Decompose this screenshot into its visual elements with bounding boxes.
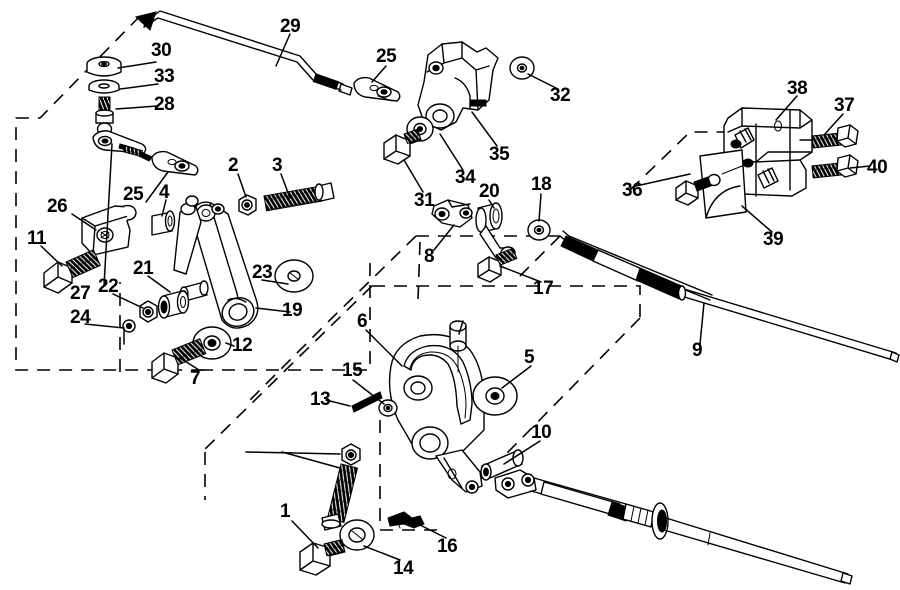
callout-38: 38 (787, 78, 808, 99)
part-27-rod-end (92, 130, 153, 162)
callout-12: 12 (232, 335, 253, 356)
part-30-nut (86, 56, 122, 77)
part-14-washer (339, 519, 375, 551)
callout-leader-lines (40, 33, 871, 561)
part-11-bolt (43, 249, 101, 294)
callout-4: 4 (159, 182, 170, 203)
callout-37: 37 (834, 95, 855, 116)
callout-15: 15 (342, 360, 363, 381)
part-3-bolt-mid (263, 182, 335, 212)
callout-20: 20 (479, 181, 500, 202)
part-17-bolt (477, 247, 518, 283)
callout-35: 35 (489, 144, 510, 165)
callout-1: 1 (280, 501, 291, 522)
part-lower-throttle-cable (494, 469, 853, 585)
callout-3: 3 (272, 155, 283, 176)
part-39-retainer-plate (699, 149, 753, 219)
part-28-screw (95, 96, 114, 136)
part-22-nut (139, 300, 158, 323)
callout-2: 2 (228, 155, 239, 176)
callout-21: 21 (133, 258, 154, 279)
callout-8: 8 (424, 246, 435, 267)
part-13-cotter-pin (351, 391, 383, 413)
part-2-nut-mid (238, 194, 257, 216)
callout-19: 19 (282, 300, 303, 321)
callout-6: 6 (357, 311, 368, 332)
callout-23: 23 (252, 262, 273, 283)
part-25-rod-end-top (353, 76, 401, 102)
part-2-nut-lower (341, 443, 361, 466)
part-35-bellcrank-bracket (417, 41, 499, 131)
callout-27: 27 (70, 283, 91, 304)
part-24-washer (122, 319, 136, 333)
part-26-anchor-bracket (81, 204, 137, 256)
callout-17: 17 (533, 278, 554, 299)
callout-10: 10 (531, 422, 552, 443)
part-18-washer (527, 219, 551, 241)
part-1-screw (299, 539, 346, 576)
callout-14: 14 (393, 558, 414, 579)
callout-40: 40 (867, 157, 888, 178)
callout-30: 30 (151, 40, 172, 61)
part-38-cable-clamp-block (723, 107, 813, 197)
callout-33: 33 (154, 66, 175, 87)
callout-24: 24 (70, 307, 91, 328)
part-37-bolt (811, 124, 859, 149)
part-9-shift-cable (559, 230, 900, 363)
part-32-washer (509, 56, 535, 80)
part-3-bolt-lower (321, 463, 359, 531)
callout-26: 26 (47, 196, 68, 217)
part-25b-rod-end (151, 150, 199, 176)
part-16-clip (387, 511, 425, 529)
callout-5: 5 (524, 347, 535, 368)
callout-25b: 25 (123, 184, 144, 205)
part-23-washer (274, 259, 314, 293)
dashed-boundary-lower (379, 131, 760, 531)
callout-25: 25 (376, 46, 397, 67)
part-4-bushing-left (151, 210, 176, 236)
part-33-washer (88, 79, 120, 94)
part-8-link (431, 199, 473, 228)
callout-32: 32 (550, 85, 571, 106)
callout-36: 36 (622, 180, 643, 201)
callout-16: 16 (437, 536, 458, 557)
callout-13: 13 (310, 389, 331, 410)
dashed-boundary-upper-left (15, 15, 210, 371)
callout-18: 18 (531, 174, 552, 195)
callout-34: 34 (455, 167, 476, 188)
callout-29: 29 (280, 16, 301, 37)
part-36-screw (675, 176, 712, 206)
callout-7: 7 (190, 368, 201, 389)
callout-31: 31 (414, 190, 435, 211)
part-40-bolt (811, 154, 859, 179)
callout-28: 28 (154, 94, 175, 115)
callout-9: 9 (692, 340, 703, 361)
part-21-bushing (157, 290, 190, 319)
part-6-throttle-cam (388, 333, 485, 494)
part-29-throttle-rod (134, 10, 353, 96)
callout-39: 39 (763, 229, 784, 250)
callout-22: 22 (98, 276, 119, 297)
part-5-washer (472, 376, 518, 416)
part-4-bushing-cam (449, 320, 467, 373)
part-31-bolt (383, 128, 422, 165)
callout-11: 11 (27, 228, 47, 249)
